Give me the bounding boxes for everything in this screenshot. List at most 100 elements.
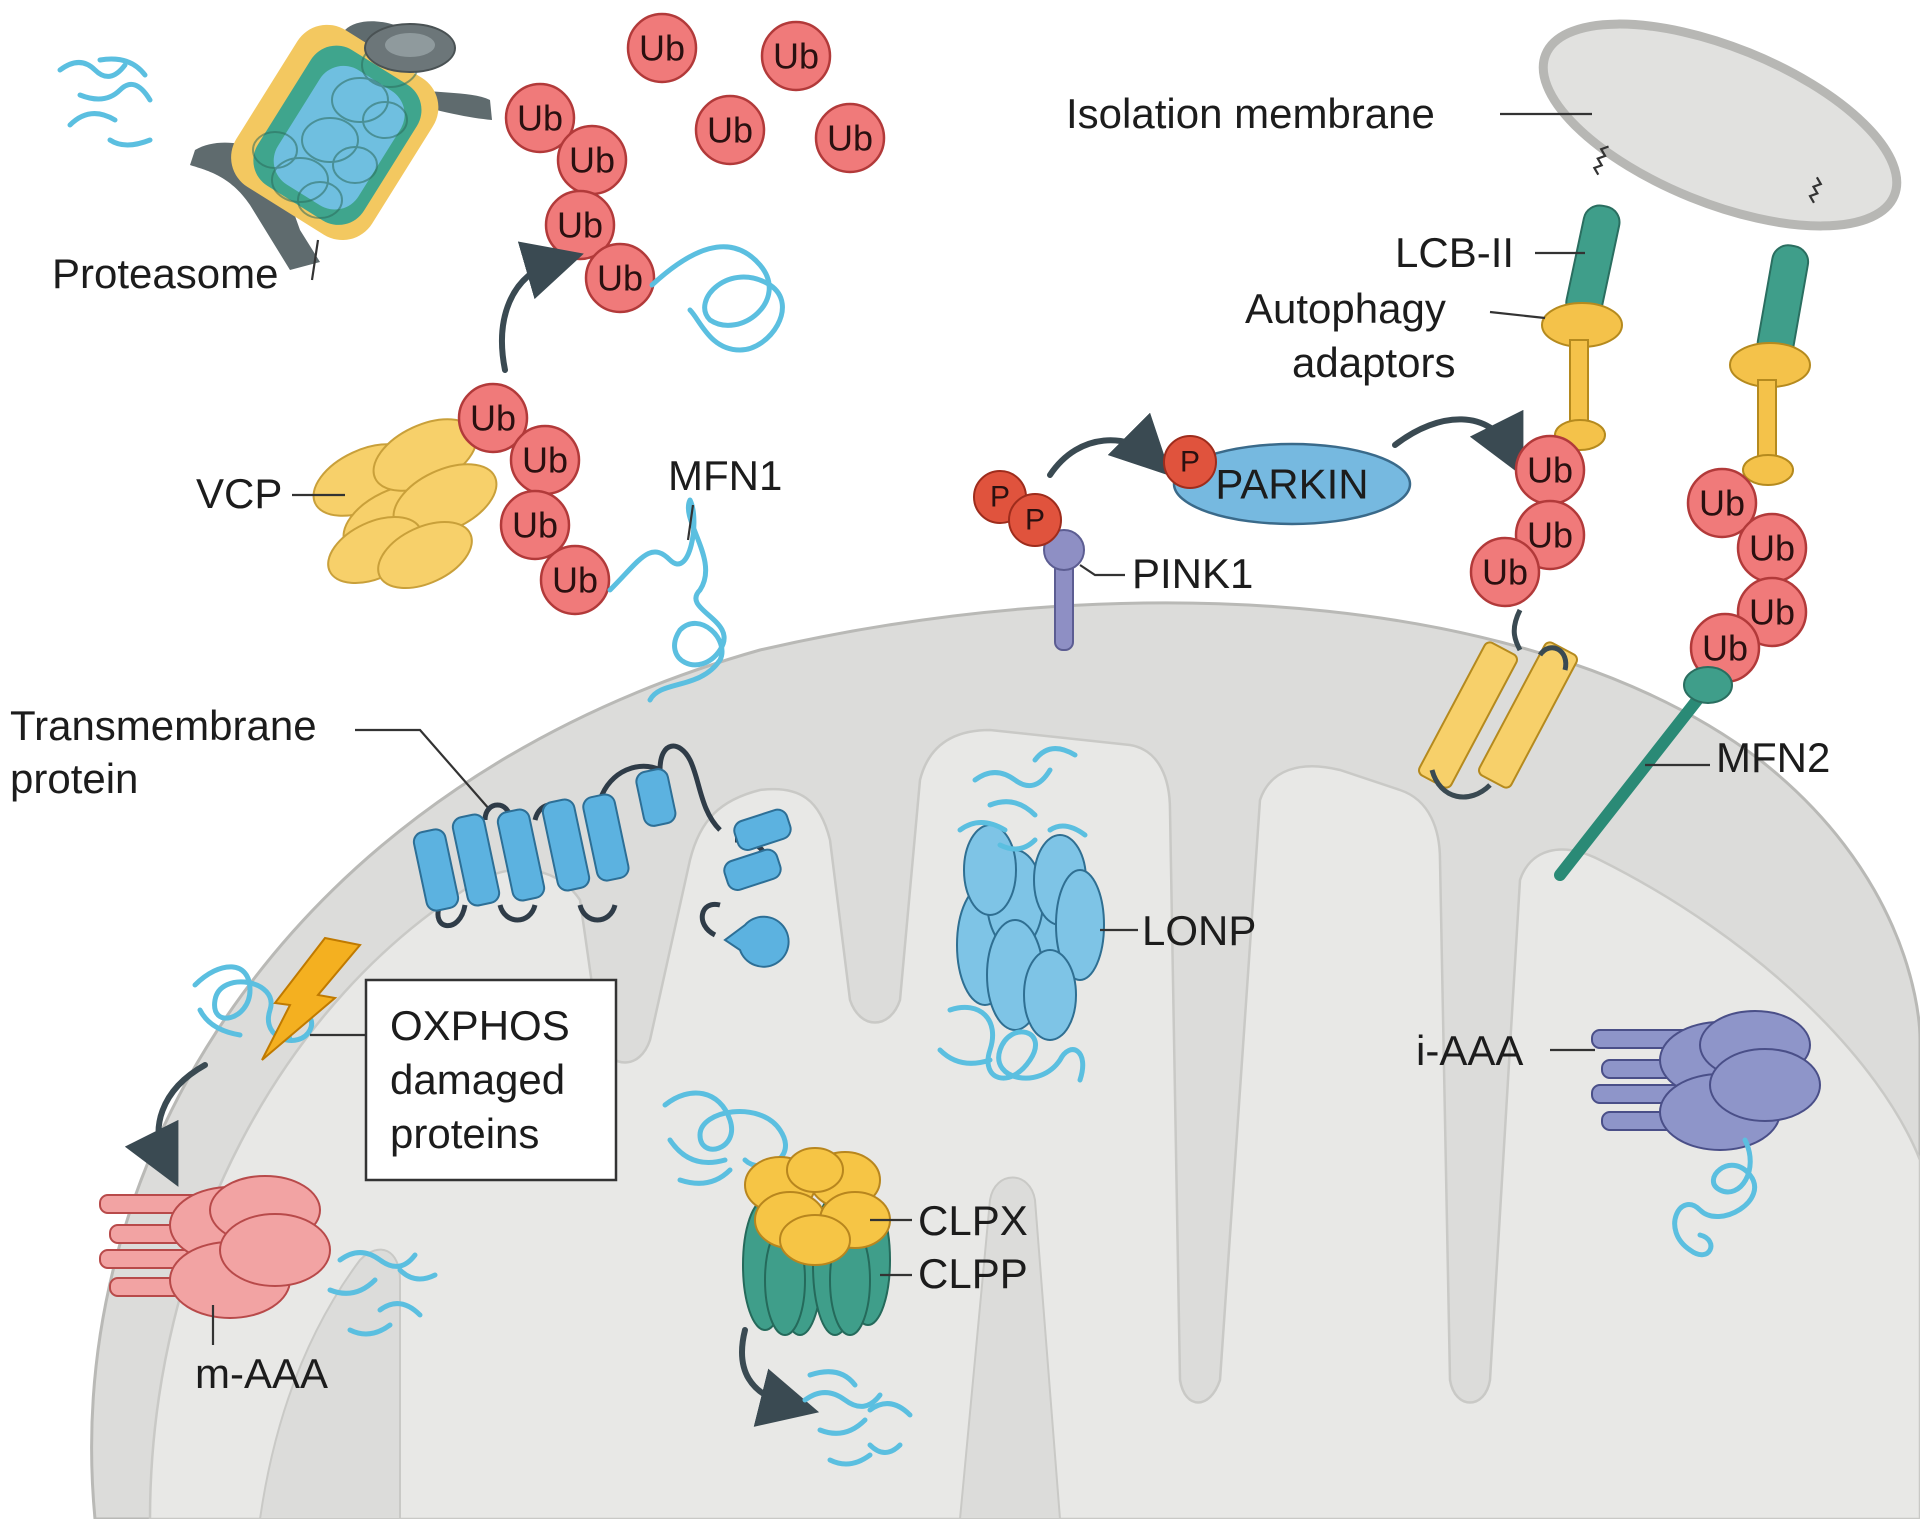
ubiquitin: Ub [1514, 434, 1586, 506]
pink1-to-parkin-arrow [1047, 412, 1172, 478]
ubiquitin-chain-mfn2: Ub Ub Ub Ub [1686, 467, 1808, 684]
svg-text:Ub: Ub [597, 258, 643, 299]
transmembrane-protein [412, 743, 792, 968]
peptide-fragments-top-left [57, 56, 153, 148]
mfn2 [1554, 666, 1733, 881]
outer-membrane-protein-yellow [1418, 608, 1578, 800]
proteasome-leader [310, 239, 320, 281]
ubiquitin: Ub [1736, 576, 1808, 648]
ubiquitin-free-group: Ub Ub Ub Ub [626, 12, 886, 174]
unfolded-protein-i-aaa [1672, 1137, 1758, 1258]
ubiquitin-chain-left-anchor: Ub Ub Ub [1469, 434, 1586, 608]
mfn1-leader [686, 504, 695, 541]
lonp-label: LONP [1142, 907, 1256, 954]
transmembrane-label-line2: protein [10, 755, 138, 802]
ubiquitin: Ub [1469, 536, 1541, 608]
svg-text:Ub: Ub [522, 440, 568, 481]
ubiquitin: Ub [1686, 467, 1758, 539]
ubiquitin: Ub [694, 94, 766, 166]
m-aaa [99, 1175, 331, 1319]
peptide-fragments-clpp [802, 1369, 913, 1467]
ubiquitin: Ub [504, 82, 576, 154]
svg-text:Ub: Ub [773, 36, 819, 77]
ubiquitin: Ub [1689, 612, 1761, 684]
svg-text:Ub: Ub [517, 98, 563, 139]
vcp-to-proteasome-arrow [499, 241, 584, 373]
lc3-tether-right [1808, 176, 1823, 204]
ubiquitin: Ub [499, 489, 571, 561]
mfn1-protein [607, 497, 727, 703]
unfolded-protein-below-lonp [937, 1004, 1086, 1083]
ubiquitin: Ub [457, 382, 529, 454]
svg-text:Ub: Ub [512, 505, 558, 546]
transmembrane-leader [355, 728, 491, 811]
ubiquitin: Ub [760, 20, 832, 92]
crista-left [258, 1248, 401, 1519]
ubiquitin: Ub [539, 544, 611, 616]
proteasome-label: Proteasome [52, 250, 278, 297]
ubiquitin: Ub [626, 12, 698, 84]
proteasome-label-group: Proteasome [52, 239, 320, 297]
clpp-label: CLPP [918, 1250, 1028, 1297]
mfn1-label: MFN1 [668, 452, 782, 499]
unfolded-protein-top [649, 244, 785, 353]
vcp [312, 418, 498, 590]
i-aaa-label: i-AAA [1416, 1027, 1523, 1074]
isolation-membrane [1538, 19, 1902, 231]
svg-text:Ub: Ub [1749, 592, 1795, 633]
svg-text:P: P [990, 481, 1010, 514]
crista-middle [958, 1176, 1062, 1519]
svg-text:Ub: Ub [470, 398, 516, 439]
lightning-bolt-icon [261, 936, 362, 1061]
pink1-label: PINK1 [1132, 550, 1253, 597]
lcb-label: LCB-II [1395, 229, 1514, 276]
svg-text:Ub: Ub [1702, 628, 1748, 669]
autophagy-adaptors-label-line2: adaptors [1292, 339, 1455, 386]
svg-text:Ub: Ub [639, 28, 685, 69]
clpx-label: CLPX [918, 1197, 1028, 1244]
autophagy-adaptor-right [1729, 342, 1811, 486]
lonp [956, 824, 1105, 1041]
pink1 [1043, 529, 1085, 651]
ubiquitin-chain-vcp: Ub Ub Ub Ub [457, 382, 611, 616]
unfolded-protein-clpx [662, 1090, 788, 1186]
svg-text:Ub: Ub [707, 110, 753, 151]
i-aaa [1591, 1010, 1821, 1151]
ubiquitin-chain-proteasome: Ub Ub Ub Ub [504, 82, 656, 314]
phospho-group-pink1: P P [973, 470, 1062, 547]
lc3-tether-left [1592, 145, 1609, 176]
oxphos-label-box: OXPHOS damaged proteins [364, 978, 618, 1182]
vcp-label: VCP [196, 470, 282, 517]
svg-text:P: P [1180, 446, 1200, 479]
oxphos-label-line3: proteins [390, 1110, 539, 1157]
ubiquitin: Ub [509, 424, 581, 496]
phospho-group: P [1008, 493, 1062, 547]
svg-text:Ub: Ub [827, 118, 873, 159]
oxphos-to-m-aaa-arrow [124, 1062, 208, 1187]
ubiquitin: Ub [584, 242, 656, 314]
oxphos-label-line2: damaged [390, 1056, 565, 1103]
svg-text:Ub: Ub [569, 140, 615, 181]
m-aaa-label: m-AAA [195, 1350, 328, 1397]
parkin-to-ubiquitin-arrow [1392, 409, 1524, 477]
peptide-fragments-m-aaa [327, 1250, 438, 1337]
autophagy-adaptors-label-line1: Autophagy [1245, 285, 1446, 332]
svg-text:Ub: Ub [1527, 450, 1573, 491]
ubiquitin: Ub [814, 102, 886, 174]
svg-text:Ub: Ub [1482, 552, 1528, 593]
svg-text:Ub: Ub [1527, 515, 1573, 556]
phospho-group: P [1163, 435, 1217, 489]
svg-text:Ub: Ub [1749, 528, 1795, 569]
svg-text:Ub: Ub [557, 205, 603, 246]
svg-text:Ub: Ub [1699, 483, 1745, 524]
clpx [744, 1147, 891, 1266]
peptide-fragments-above-lonp [957, 746, 1088, 852]
parkin: PARKIN P [1163, 435, 1412, 526]
transmembrane-label-line1: Transmembrane [10, 702, 317, 749]
pink1-leader [1079, 564, 1125, 577]
isolation-membrane-label: Isolation membrane [1066, 90, 1435, 137]
autophagy-adaptors-leader [1489, 310, 1546, 320]
oxphos-label-line1: OXPHOS [390, 1002, 570, 1049]
